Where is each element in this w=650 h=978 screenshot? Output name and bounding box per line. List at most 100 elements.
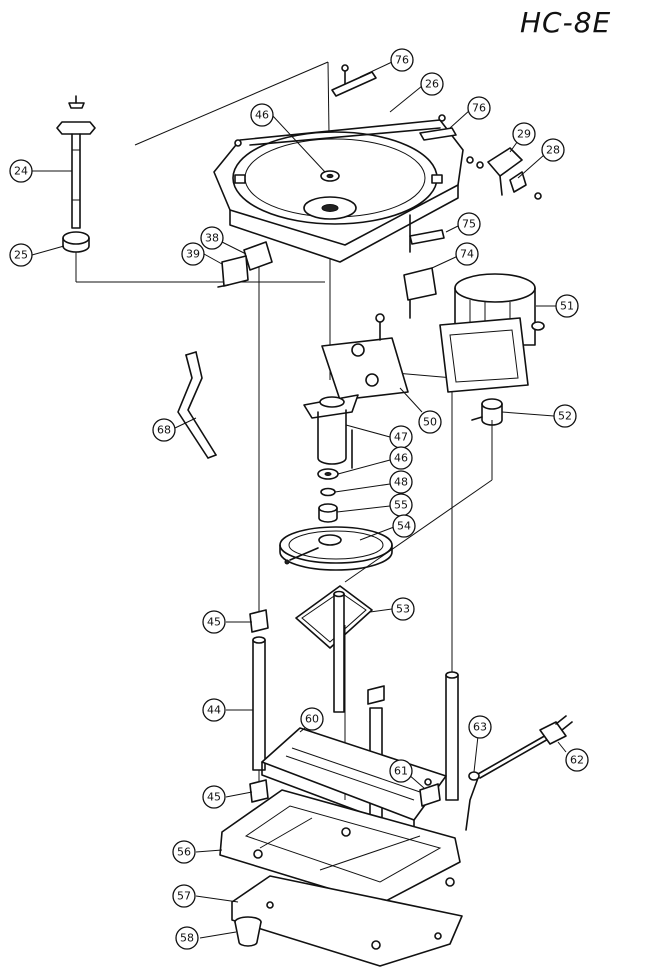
washer-part-46-lower	[317, 468, 339, 480]
svg-text:45: 45	[207, 616, 221, 629]
grommet-part-63	[468, 771, 480, 781]
svg-text:60: 60	[305, 713, 319, 726]
bracket-part-61	[419, 778, 441, 807]
base-part-56	[219, 789, 461, 905]
svg-text:62: 62	[570, 754, 584, 767]
svg-text:50: 50	[423, 416, 437, 429]
svg-text:51: 51	[560, 300, 574, 313]
callout-63: 63	[468, 715, 492, 739]
svg-text:38: 38	[205, 232, 219, 245]
svg-text:76: 76	[395, 54, 409, 67]
pulley-part-52	[471, 398, 503, 426]
shaft-part-24	[56, 95, 96, 229]
switch-part-29	[466, 147, 523, 196]
motor-part-51	[439, 273, 545, 393]
callout-45-upper: 45	[202, 610, 226, 634]
collar-part-55	[318, 503, 338, 523]
knob-part-28	[509, 171, 542, 200]
svg-text:45: 45	[207, 791, 221, 804]
callout-39: 39	[181, 242, 205, 266]
callout-47: 47	[389, 425, 413, 449]
svg-text:57: 57	[177, 890, 191, 903]
callout-leaders	[31, 61, 567, 939]
svg-text:68: 68	[157, 424, 171, 437]
callout-26: 26	[420, 72, 444, 96]
foot-part-58	[234, 916, 262, 947]
callout-54: 54	[392, 514, 416, 538]
rod-part-68	[177, 351, 217, 459]
callout-24: 24	[9, 159, 33, 183]
clip-part-45-lower	[249, 779, 269, 803]
svg-text:63: 63	[473, 721, 487, 734]
screw-top-housing	[234, 64, 349, 147]
svg-text:52: 52	[558, 410, 572, 423]
svg-text:29: 29	[517, 128, 531, 141]
svg-text:39: 39	[186, 248, 200, 261]
svg-text:48: 48	[394, 476, 408, 489]
belt-part-53	[295, 585, 373, 649]
callout-44: 44	[202, 698, 226, 722]
bottom-plate-part-57	[231, 875, 463, 967]
callout-60: 60	[300, 707, 324, 731]
post-center-left	[333, 590, 345, 713]
frame-part-60	[261, 727, 447, 833]
callout-62: 62	[565, 748, 589, 772]
callout-58: 58	[175, 926, 199, 950]
clip-part-45-upper	[249, 609, 269, 633]
svg-text:46: 46	[255, 109, 269, 122]
callout-29: 29	[512, 122, 536, 146]
svg-text:53: 53	[396, 603, 410, 616]
callout-52: 52	[553, 404, 577, 428]
svg-text:76: 76	[472, 102, 486, 115]
callout-68: 68	[152, 418, 176, 442]
callout-50: 50	[418, 410, 442, 434]
power-cord-part-62	[465, 715, 573, 831]
callout-53: 53	[391, 597, 415, 621]
top-housing-part-26	[213, 119, 464, 263]
callout-74: 74	[455, 242, 479, 266]
capacitor-part-74	[403, 267, 437, 319]
bracket-part-76-right	[419, 114, 457, 141]
svg-text:46: 46	[394, 452, 408, 465]
ring-part-48	[320, 487, 336, 497]
svg-text:54: 54	[397, 520, 411, 533]
callout-46-lower: 46	[389, 446, 413, 470]
callout-55: 55	[389, 493, 413, 517]
model-title: HC-8E	[520, 6, 612, 39]
washer-part-46-top	[320, 170, 340, 182]
callout-46-top: 46	[250, 103, 274, 127]
pulley-part-54	[279, 526, 393, 571]
bracket-part-39	[217, 255, 249, 288]
callout-56: 56	[172, 840, 196, 864]
callout-76-top: 76	[390, 48, 414, 72]
svg-text:25: 25	[14, 249, 28, 262]
callout-38: 38	[200, 226, 224, 250]
svg-text:47: 47	[394, 431, 408, 444]
callout-51: 51	[555, 294, 579, 318]
callout-76-right: 76	[467, 96, 491, 120]
switch-box-part-38	[243, 241, 273, 271]
bracket-part-75	[409, 214, 445, 253]
svg-text:26: 26	[425, 78, 439, 91]
post-right	[445, 671, 459, 801]
svg-text:56: 56	[177, 846, 191, 859]
callout-25: 25	[9, 243, 33, 267]
svg-text:61: 61	[394, 765, 408, 778]
plate-part-50	[321, 313, 409, 401]
svg-text:75: 75	[462, 218, 476, 231]
post-part-44	[252, 636, 266, 771]
bracket-part-76-top	[331, 71, 377, 97]
bushing-part-25	[62, 231, 90, 253]
svg-text:74: 74	[460, 248, 474, 261]
bearing-housing-part-47	[303, 394, 359, 469]
svg-text:58: 58	[180, 932, 194, 945]
callout-75: 75	[457, 212, 481, 236]
svg-text:28: 28	[546, 144, 560, 157]
svg-text:24: 24	[14, 165, 28, 178]
callout-28: 28	[541, 138, 565, 162]
callout-48: 48	[389, 470, 413, 494]
svg-text:55: 55	[394, 499, 408, 512]
callout-61: 61	[389, 759, 413, 783]
